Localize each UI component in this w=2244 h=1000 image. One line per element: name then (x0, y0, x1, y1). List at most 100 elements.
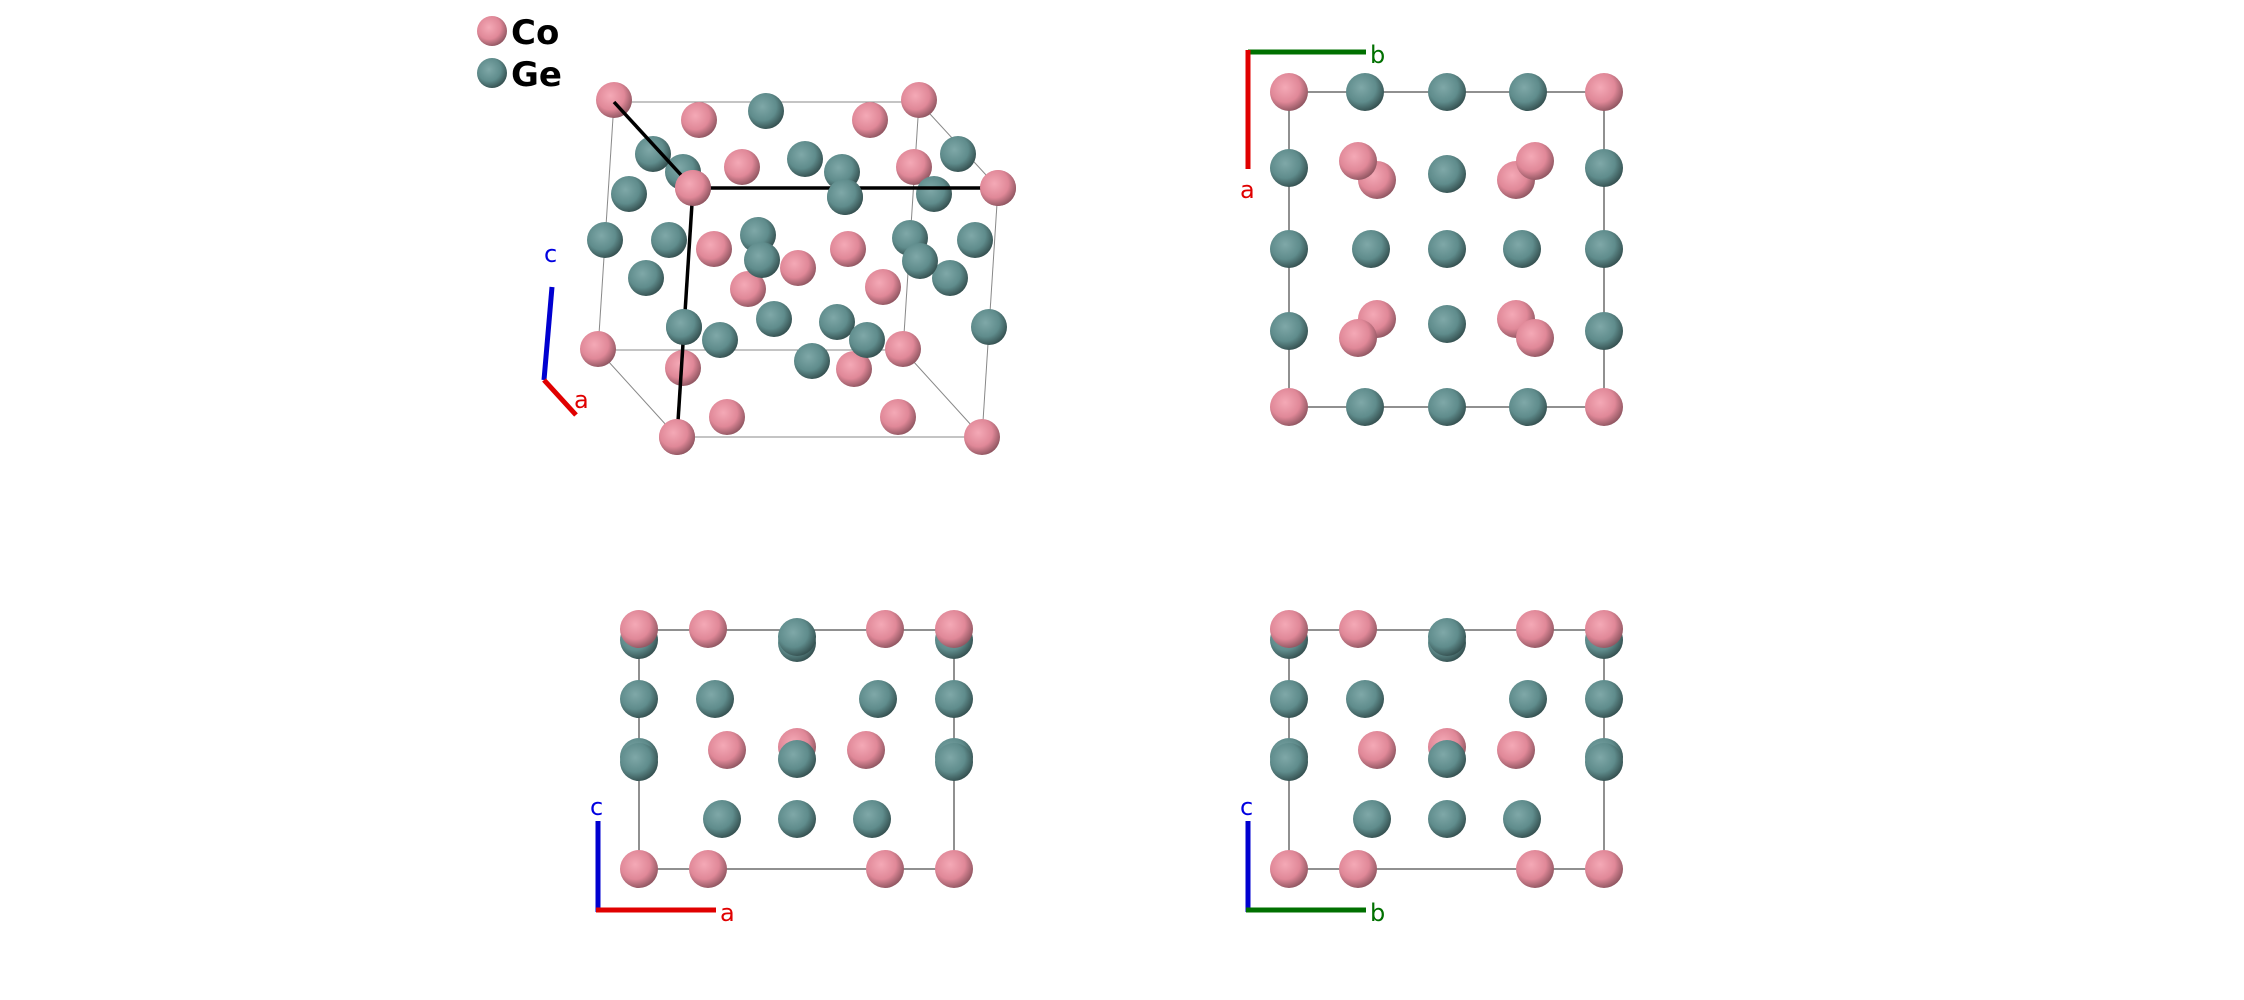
co-atom (836, 351, 872, 387)
ge-atom (1503, 800, 1541, 838)
ge-atom (940, 136, 976, 172)
ge-atom (1270, 743, 1308, 781)
co-atom (1516, 319, 1554, 357)
co-atom (830, 231, 866, 267)
a-axis-label: a (574, 386, 589, 414)
co-atom (935, 610, 973, 648)
ge-atom (1346, 73, 1384, 111)
ge-atom (916, 176, 952, 212)
co-atom (880, 399, 916, 435)
cell-edge (597, 349, 678, 438)
legend-co-swatch (477, 16, 507, 46)
co-atom (935, 850, 973, 888)
a-axis-line (542, 378, 578, 417)
ge-atom (611, 176, 647, 212)
ge-atom (1509, 388, 1547, 426)
ge-atom (1585, 743, 1623, 781)
co-atom (885, 331, 921, 367)
ge-atom (1428, 230, 1466, 268)
ge-atom (1428, 618, 1466, 656)
legend-co-label: Co (511, 13, 559, 53)
b-axis-label: b (1370, 899, 1385, 927)
ge-atom (1428, 388, 1466, 426)
ge-atom (1353, 800, 1391, 838)
ge-atom (702, 322, 738, 358)
ge-atom (1503, 230, 1541, 268)
ge-atom (902, 243, 938, 279)
ge-atom (1270, 680, 1308, 718)
co-atom (1339, 610, 1377, 648)
ge-atom (1585, 312, 1623, 350)
co-atom (1270, 388, 1308, 426)
view-along-c: b a (1240, 41, 1623, 426)
ge-atom (756, 301, 792, 337)
legend-ge-swatch (477, 58, 507, 88)
ge-atom (1352, 230, 1390, 268)
ge-atom (971, 309, 1007, 345)
ge-atom (778, 740, 816, 778)
c-axis-line (541, 286, 555, 381)
c-axis-label: c (590, 793, 603, 821)
ge-atom (1509, 73, 1547, 111)
axis-indicator: b a (1240, 41, 1385, 204)
co-atom (1516, 850, 1554, 888)
ge-atom (1428, 800, 1466, 838)
co-atom (1585, 73, 1623, 111)
cell-edge (902, 349, 983, 438)
ge-atom (744, 242, 780, 278)
view-along-a: c b (1240, 610, 1623, 927)
co-atom (709, 399, 745, 435)
axis-indicator: c b (1240, 793, 1385, 927)
co-atom (1516, 142, 1554, 180)
co-atom (896, 149, 932, 185)
co-atom (1339, 319, 1377, 357)
co-atom (866, 850, 904, 888)
co-atom (620, 610, 658, 648)
ge-atom (1585, 680, 1623, 718)
ge-atom (819, 304, 855, 340)
ge-atom (703, 800, 741, 838)
co-atom (1358, 731, 1396, 769)
ge-atom (696, 680, 734, 718)
c-axis-label: c (1240, 793, 1253, 821)
co-atom (866, 610, 904, 648)
ge-atom (1428, 155, 1466, 193)
co-atom (596, 82, 632, 118)
ge-atom (859, 680, 897, 718)
co-atom (1585, 850, 1623, 888)
co-atom (1270, 73, 1308, 111)
ge-atom (635, 136, 671, 172)
co-atom (689, 850, 727, 888)
ge-atom (620, 743, 658, 781)
ge-atom (1270, 312, 1308, 350)
co-atom (681, 102, 717, 138)
atoms (1270, 610, 1623, 888)
co-atom (980, 170, 1016, 206)
ge-atom (778, 618, 816, 656)
perspective-view: c a (541, 82, 1016, 455)
ge-atom (1585, 230, 1623, 268)
co-atom (675, 170, 711, 206)
co-atom (1270, 610, 1308, 648)
axis-indicator: c a (590, 793, 735, 927)
co-atom (901, 82, 937, 118)
atoms (620, 610, 973, 888)
co-atom (580, 331, 616, 367)
co-atom (708, 731, 746, 769)
ge-atom (666, 309, 702, 345)
ge-atom (778, 800, 816, 838)
ge-atom (587, 222, 623, 258)
axis-indicator: c a (541, 240, 589, 417)
b-axis-label: b (1370, 41, 1385, 69)
ge-atom (1346, 388, 1384, 426)
ge-atom (935, 743, 973, 781)
ge-atom (1428, 740, 1466, 778)
ge-atom (1509, 680, 1547, 718)
co-atom (1585, 388, 1623, 426)
ge-atom (1270, 230, 1308, 268)
ge-atom (1428, 73, 1466, 111)
ge-atom (849, 322, 885, 358)
a-axis-label: a (1240, 176, 1255, 204)
co-atom (689, 610, 727, 648)
